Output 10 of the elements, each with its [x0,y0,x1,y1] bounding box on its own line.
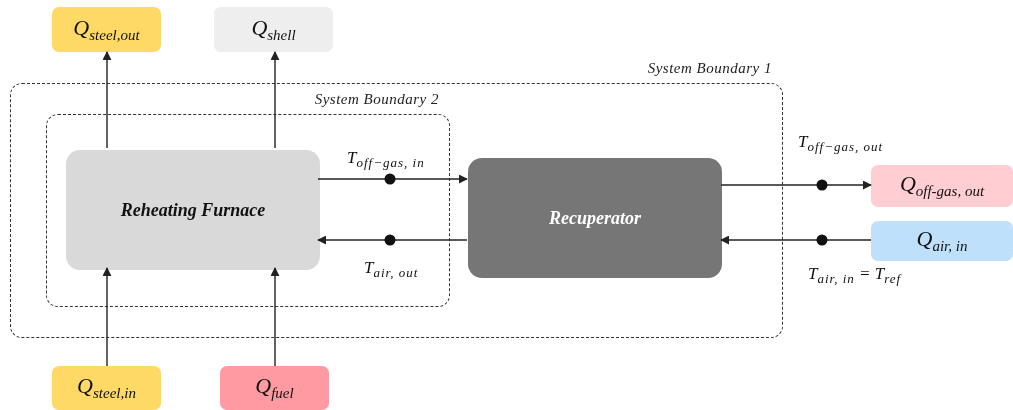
heat-flow-box: Q$_{fuel}$ [220,366,329,410]
process-block: Recuperator [468,158,722,278]
process-block: Reheating Furnace [66,150,320,270]
heat-flow-box: Q$_{steel,out}$ [52,7,161,52]
heat-flow-box: Q$_{steel,in}$ [52,366,161,410]
heat-flow-box: Q$_{shell}$ [214,7,333,52]
heat-flow-box: Q$_{air, in}$ [871,221,1013,261]
heat-flow-box: Q$_{off-gas, out}$ [871,165,1013,207]
boundary-label: System Boundary 1 [647,60,772,77]
boundary-label: System Boundary 2 [314,91,439,108]
